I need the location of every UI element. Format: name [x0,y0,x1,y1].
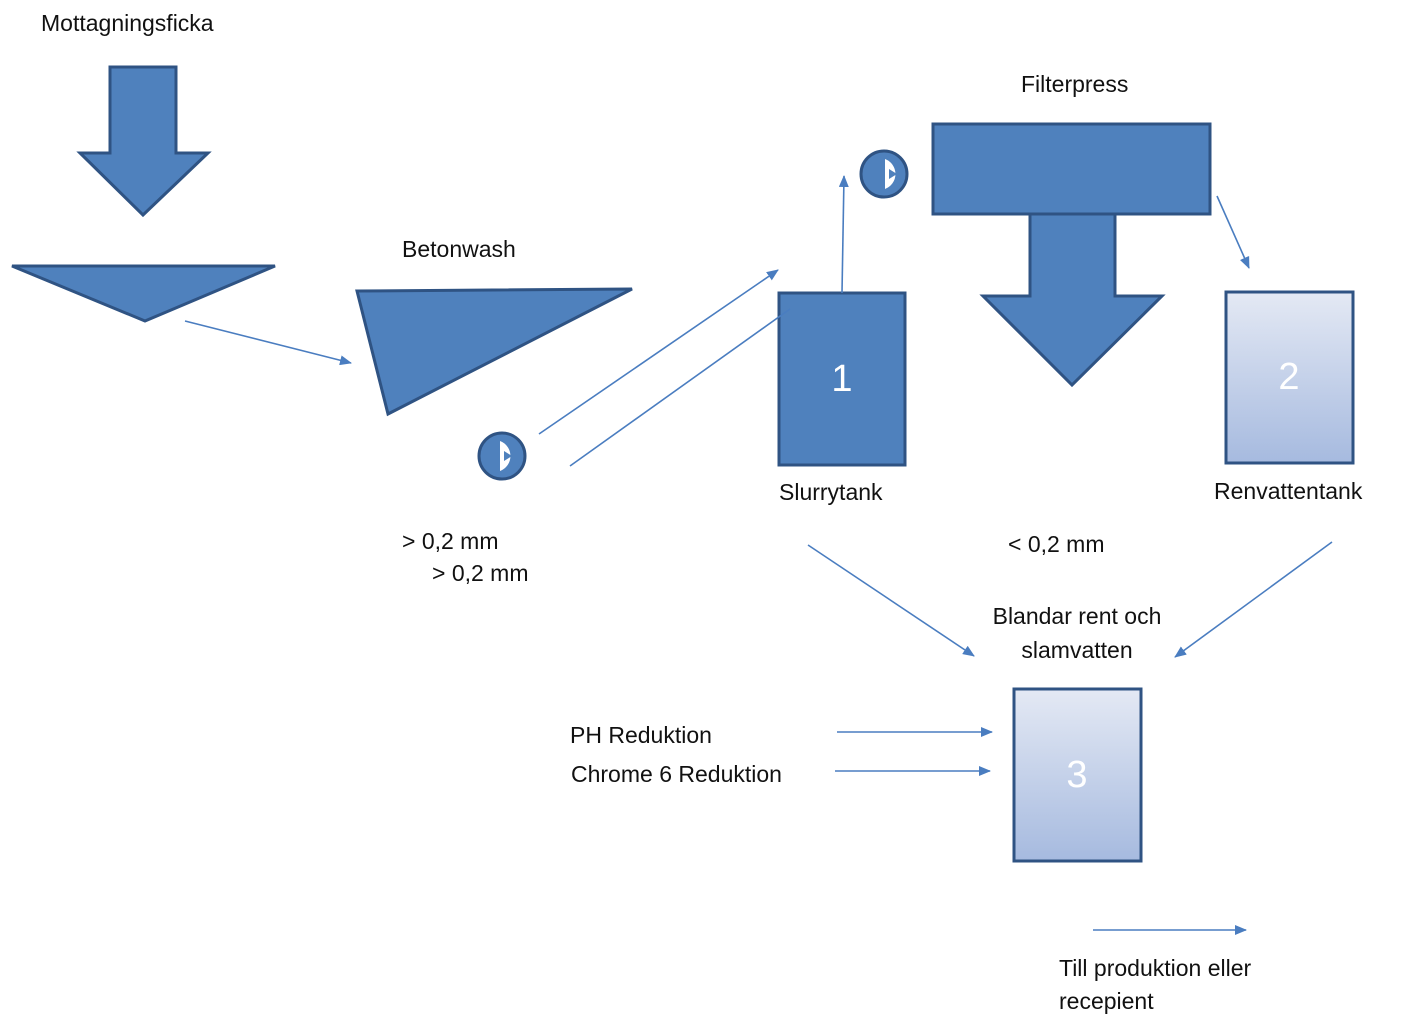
hopper-to-betonwash-arrow [184,320,352,366]
coarse-fraction-label: > 0,2 mm [402,528,499,554]
clean-water-tank-label: Renvattentank [1214,478,1363,504]
chrome6-reduction-label: Chrome 6 Reduktion [571,761,782,787]
cleanwater-to-mixing-arrow [1174,541,1333,658]
filterpress-down-arrow [979,212,1166,388]
pump-icon [477,431,527,481]
fine-fraction-label: < 0,2 mm [1008,531,1105,557]
betonwash-return-line [569,308,791,467]
filterpress-shape [931,122,1212,216]
clean-water-tank-number: 2 [1278,356,1299,398]
output-label-line1: Till produktion eller [1059,955,1252,981]
filterpress-to-cleanwater-arrow [1216,195,1250,269]
coarse-fraction-label-2: > 0,2 mm [432,560,529,586]
pump-icon [859,149,909,199]
mixing-tank-shape [1012,687,1143,863]
slurry-tank-shape [777,291,907,467]
betonwash-shape [355,287,633,417]
slurrytank-to-mixing-arrow [807,544,975,657]
pump-to-slurrytank-arrow [538,269,779,435]
mixing-label-line1: Blandar rent och [992,603,1162,629]
reception-pocket-label: Mottagningsficka [41,10,214,36]
slurry-tank-label: Slurrytank [779,479,883,505]
ph-reduction-label: PH Reduktion [570,722,712,748]
filterpress-label: Filterpress [1021,71,1129,97]
output-label-line2: recepient [1059,988,1154,1014]
slurrytank-to-filterpress-arrow [838,175,849,294]
reception-hopper [11,264,276,323]
slurry-tank-number: 1 [831,358,852,400]
reception-down-arrow [76,65,212,218]
mixing-label-line2: slamvatten [1021,637,1133,663]
mixing-tank-number: 3 [1066,754,1087,796]
clean-water-tank-shape [1224,290,1355,465]
betonwash-label: Betonwash [402,236,516,262]
